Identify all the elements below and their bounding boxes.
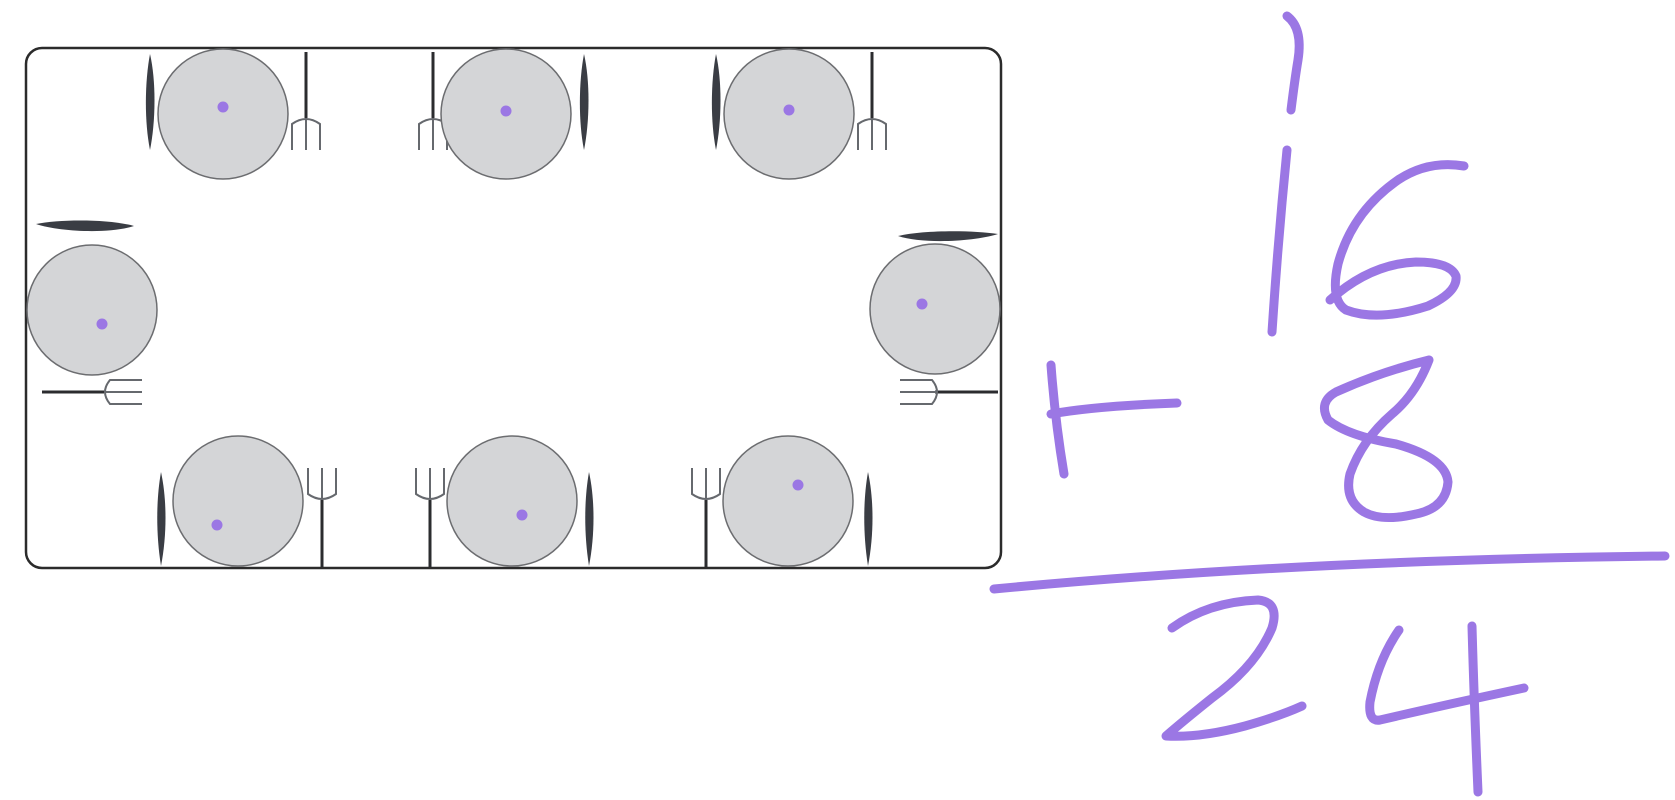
knife-icon bbox=[145, 54, 155, 150]
seat-marker-dot bbox=[500, 105, 512, 117]
fork-icon bbox=[307, 468, 337, 567]
knife-icon bbox=[711, 54, 721, 150]
knife-icon bbox=[864, 472, 873, 566]
handwritten-sum bbox=[1161, 595, 1529, 797]
fork-icon bbox=[42, 379, 142, 405]
plate bbox=[869, 243, 1001, 375]
fork-icon bbox=[691, 468, 721, 567]
seat-marker-dot bbox=[516, 509, 528, 521]
seat-marker-dot bbox=[217, 101, 229, 113]
fork-icon bbox=[415, 468, 445, 567]
place-setting-bottom-2 bbox=[415, 435, 594, 567]
plate bbox=[26, 244, 158, 376]
place-setting-top-1 bbox=[145, 48, 321, 180]
place-setting-bottom-3 bbox=[691, 435, 873, 567]
knife-icon bbox=[579, 54, 589, 150]
knife-icon bbox=[585, 472, 594, 566]
knife-icon bbox=[898, 231, 998, 242]
plate bbox=[172, 435, 304, 567]
place-setting-right bbox=[869, 231, 1001, 405]
handwritten-addend-2 bbox=[1319, 355, 1453, 522]
handwritten-addend-1 bbox=[1267, 11, 1469, 337]
handwritten-plus-sign bbox=[1046, 360, 1182, 479]
seat-marker-dot bbox=[783, 104, 795, 116]
fork-icon bbox=[900, 379, 998, 405]
seat-marker-dot bbox=[211, 519, 223, 531]
place-setting-top-2 bbox=[418, 48, 589, 180]
plate bbox=[157, 48, 289, 180]
sum-line bbox=[989, 551, 1670, 594]
dining-table bbox=[24, 46, 1003, 570]
seat-marker-dot bbox=[792, 479, 804, 491]
knife-icon bbox=[157, 472, 166, 566]
place-setting-left bbox=[26, 220, 158, 405]
plate bbox=[446, 435, 578, 567]
knife-icon bbox=[36, 220, 134, 232]
fork-icon bbox=[857, 52, 887, 150]
seat-marker-dot bbox=[916, 298, 928, 310]
seat-marker-dot bbox=[96, 318, 108, 330]
place-setting-bottom-1 bbox=[157, 435, 337, 567]
fork-icon bbox=[291, 52, 321, 150]
plate bbox=[722, 435, 854, 567]
place-setting-top-3 bbox=[711, 48, 887, 180]
handwritten-addition bbox=[989, 11, 1670, 797]
